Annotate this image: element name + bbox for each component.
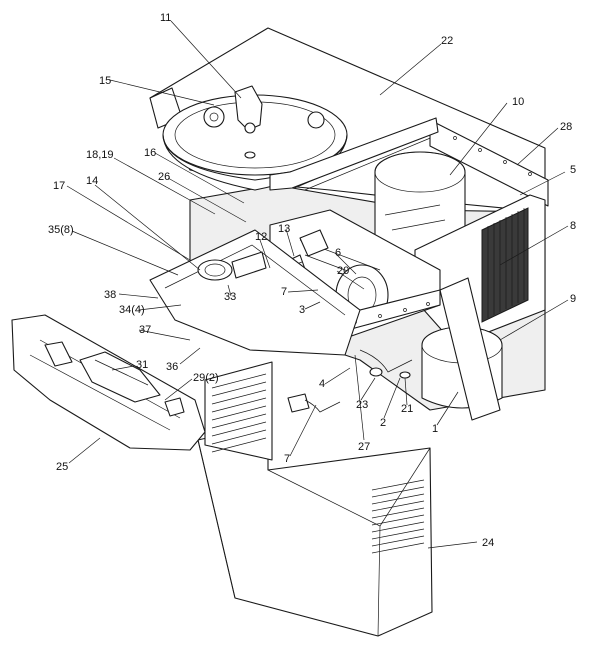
- callout-7b: 7: [284, 453, 290, 465]
- pipe-fittings: [359, 349, 413, 379]
- callout-7a: 7: [281, 286, 287, 298]
- callout-12: 12: [255, 231, 267, 243]
- fan-bracket: [439, 277, 501, 421]
- callout-36: 36: [166, 361, 178, 373]
- top-edge-trim: [269, 117, 439, 191]
- callout-18-19: 18,19: [86, 149, 114, 161]
- callout-1: 1: [432, 423, 438, 435]
- callout-26: 26: [158, 171, 170, 183]
- callout-31: 31: [136, 359, 148, 371]
- callout-5: 5: [570, 164, 576, 176]
- callout-2: 2: [380, 417, 386, 429]
- callout-28: 28: [560, 121, 572, 133]
- callout-3: 3: [299, 304, 305, 316]
- callout-13: 13: [278, 223, 290, 235]
- drain-basin: [149, 229, 361, 356]
- callout-10: 10: [512, 96, 524, 108]
- callout-27: 27: [358, 441, 370, 453]
- callout-29-2: 29(2): [193, 372, 219, 384]
- leader-lines: [66, 20, 569, 549]
- back-frame-bracket: [429, 119, 549, 207]
- callout-23: 23: [356, 399, 368, 411]
- front-cabinet-panel: [197, 423, 433, 637]
- callout-38: 38: [104, 289, 116, 301]
- callout-33: 33: [224, 291, 236, 303]
- side-vent-panel: [204, 361, 273, 461]
- water-tank: [374, 151, 466, 258]
- power-connector: [287, 393, 341, 413]
- callout-17: 17: [53, 180, 65, 192]
- callout-25: 25: [56, 461, 68, 473]
- front-panel-louvers: [371, 479, 425, 554]
- callout-15: 15: [99, 75, 111, 87]
- callout-4: 4: [319, 378, 325, 390]
- callout-16: 16: [144, 147, 156, 159]
- callout-labels: 11 22 15 10 28 18,19 16 5 17 14 26 8 35(…: [48, 12, 576, 549]
- callout-21: 21: [401, 403, 413, 415]
- callout-14: 14: [86, 175, 98, 187]
- callout-37: 37: [139, 324, 151, 336]
- callout-22: 22: [441, 35, 453, 47]
- callout-20: 20: [337, 265, 349, 277]
- callout-6: 6: [335, 247, 341, 259]
- callout-24: 24: [482, 537, 494, 549]
- callout-34-4: 34(4): [119, 304, 145, 316]
- callout-8: 8: [570, 220, 576, 232]
- callout-11: 11: [160, 12, 171, 24]
- callout-35-8: 35(8): [48, 224, 74, 236]
- callout-9: 9: [570, 293, 576, 305]
- front-bumper-bar: [11, 314, 206, 451]
